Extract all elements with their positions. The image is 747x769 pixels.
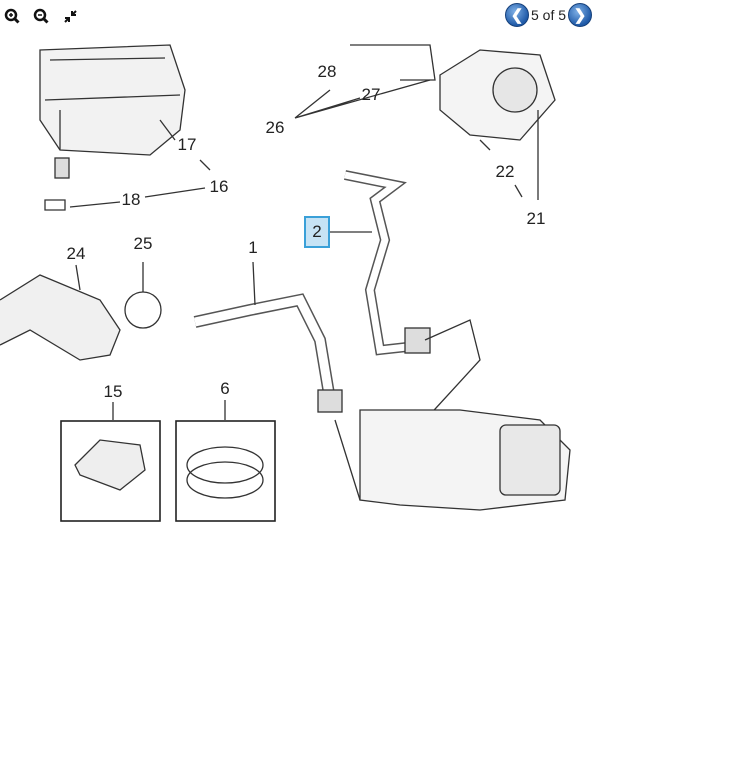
fit-window-icon[interactable]: [62, 8, 79, 25]
callout-6[interactable]: 6: [220, 379, 230, 398]
callout-17[interactable]: 17: [177, 135, 197, 154]
callout-21[interactable]: 21: [526, 209, 546, 228]
arrow-left-icon: ❮: [510, 7, 524, 24]
page-navigation: ❮ 5 of 5 ❯: [505, 3, 593, 27]
callout-27[interactable]: 27: [361, 85, 381, 104]
prev-page-button[interactable]: ❮: [505, 3, 529, 27]
zoom-in-icon[interactable]: [4, 8, 21, 25]
callout-2-highlighted[interactable]: 2: [304, 216, 330, 248]
callout-22[interactable]: 22: [495, 162, 515, 181]
page-indicator: 5 of 5: [531, 7, 567, 23]
callout-18[interactable]: 18: [121, 190, 141, 209]
arrow-right-icon: ❯: [573, 7, 587, 24]
callout-28[interactable]: 28: [317, 62, 337, 81]
callout-26[interactable]: 26: [265, 118, 285, 137]
callout-15[interactable]: 15: [103, 382, 123, 401]
callout-1[interactable]: 1: [248, 238, 258, 257]
callout-16[interactable]: 16: [209, 177, 229, 196]
zoom-out-icon[interactable]: [33, 8, 50, 25]
callout-24[interactable]: 24: [66, 244, 86, 263]
callout-25[interactable]: 25: [133, 234, 153, 253]
toolbar: [4, 8, 79, 25]
next-page-button[interactable]: ❯: [568, 3, 593, 27]
